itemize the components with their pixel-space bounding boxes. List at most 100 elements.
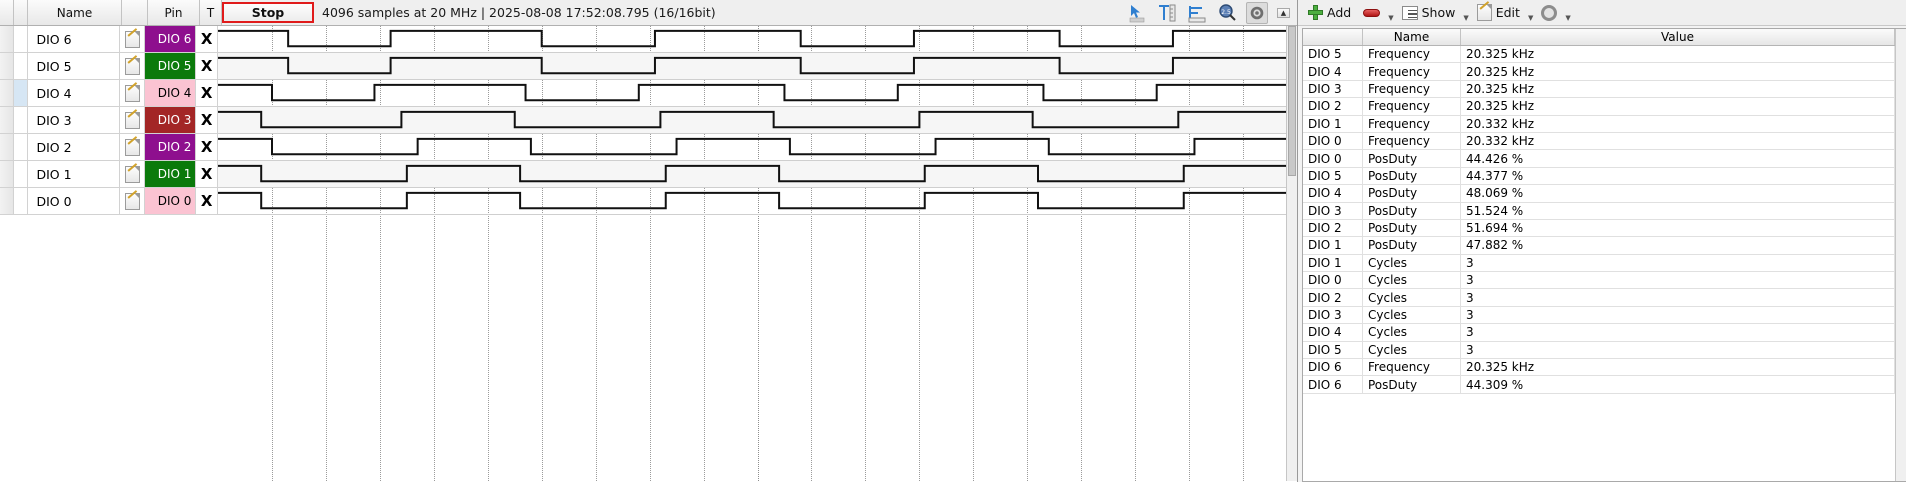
waveform-plot[interactable] <box>218 26 1297 481</box>
remove-dropdown-caret[interactable]: ▼ <box>1388 14 1394 22</box>
waveform-row[interactable] <box>218 161 1297 188</box>
channel-trigger-cell[interactable]: X <box>196 161 219 187</box>
channel-name[interactable]: DIO 6 <box>27 26 120 52</box>
header-channel[interactable] <box>1303 29 1363 45</box>
channel-drag-handle[interactable] <box>0 188 14 214</box>
channel-trigger-cell[interactable]: X <box>196 107 219 133</box>
channel-pin-badge[interactable]: DIO 2 <box>145 134 197 160</box>
header-name[interactable]: Name <box>1363 29 1461 45</box>
waveform-row[interactable] <box>218 188 1297 215</box>
channel-trigger-cell[interactable]: X <box>196 53 219 79</box>
channel-select-cell[interactable] <box>13 161 28 187</box>
channel-name[interactable]: DIO 3 <box>27 107 120 133</box>
channel-select-cell[interactable] <box>13 134 28 160</box>
channel-pin-badge[interactable]: DIO 3 <box>145 107 197 133</box>
waveform-row[interactable] <box>218 134 1297 161</box>
horizontal-measure-icon[interactable] <box>1186 2 1208 24</box>
channel-drag-handle[interactable] <box>0 161 14 187</box>
channel-pin-badge[interactable]: DIO 0 <box>145 188 197 214</box>
channel-edit-cell[interactable] <box>119 26 146 52</box>
column-header-pin[interactable]: Pin <box>148 0 200 25</box>
waveform-row[interactable] <box>218 26 1297 53</box>
vertical-measure-icon[interactable] <box>1156 2 1178 24</box>
edit-button[interactable]: Edit <box>1473 2 1524 23</box>
channel-trigger-cell[interactable]: X <box>196 134 219 160</box>
channel-pin-badge[interactable]: DIO 1 <box>145 161 197 187</box>
channel-name[interactable]: DIO 1 <box>27 161 120 187</box>
channel-select-cell[interactable] <box>13 188 28 214</box>
channel-drag-handle[interactable] <box>0 134 14 160</box>
channel-trigger-cell[interactable]: X <box>196 80 219 106</box>
spinner-up[interactable]: ▲ <box>1277 7 1290 18</box>
toolbar-spinner[interactable]: ▲ <box>1276 7 1291 18</box>
scrollbar-thumb[interactable] <box>1288 26 1296 176</box>
waveform-row[interactable] <box>218 107 1297 134</box>
channel-select-cell[interactable] <box>13 107 28 133</box>
channel-edit-cell[interactable] <box>119 161 146 187</box>
channel-edit-cell[interactable] <box>119 188 146 214</box>
settings-icon[interactable] <box>1246 1 1268 24</box>
channel-edit-cell[interactable] <box>119 134 146 160</box>
header-value[interactable]: Value <box>1461 29 1895 45</box>
channel-pin-badge[interactable]: DIO 6 <box>145 26 197 52</box>
channel-drag-handle[interactable] <box>0 80 14 106</box>
channel-edit-cell[interactable] <box>119 80 146 106</box>
waveform-row[interactable] <box>218 53 1297 80</box>
column-header-name[interactable]: Name <box>28 0 122 25</box>
channel-drag-handle[interactable] <box>0 53 14 79</box>
channel-name[interactable]: DIO 0 <box>27 188 120 214</box>
channel-pin-badge[interactable]: DIO 4 <box>145 80 197 106</box>
channel-select-cell[interactable] <box>13 26 28 52</box>
zoom-icon[interactable]: 2.5 <box>1216 2 1238 24</box>
channel-edit-cell[interactable] <box>119 107 146 133</box>
channel-edit-cell[interactable] <box>119 53 146 79</box>
channel-name[interactable]: DIO 5 <box>27 53 120 79</box>
remove-measurement-button[interactable] <box>1359 7 1384 19</box>
settings-dropdown-caret[interactable]: ▼ <box>1565 14 1571 22</box>
channel-drag-handle[interactable] <box>0 107 14 133</box>
waveform-row[interactable] <box>218 80 1297 107</box>
show-dropdown-caret[interactable]: ▼ <box>1463 14 1469 22</box>
waveform-vertical-scrollbar[interactable] <box>1286 26 1297 481</box>
show-button[interactable]: Show <box>1398 3 1460 22</box>
column-header-trigger[interactable]: T <box>200 0 222 25</box>
edit-dropdown-caret[interactable]: ▼ <box>1527 14 1534 22</box>
measurement-settings-button[interactable] <box>1537 3 1561 23</box>
stop-button[interactable]: Stop <box>222 2 314 23</box>
channel-select-cell[interactable] <box>13 80 28 106</box>
channel-name[interactable]: DIO 4 <box>27 80 120 106</box>
channel-drag-handle[interactable] <box>0 26 14 52</box>
channel-trigger-cell[interactable]: X <box>196 188 219 214</box>
add-measurement-button[interactable]: Add <box>1304 3 1355 22</box>
measurements-scrollbar[interactable] <box>1895 29 1906 481</box>
channel-trigger-cell[interactable]: X <box>196 26 219 52</box>
channel-name[interactable]: DIO 2 <box>27 134 120 160</box>
channel-pin-badge[interactable]: DIO 5 <box>145 53 197 79</box>
